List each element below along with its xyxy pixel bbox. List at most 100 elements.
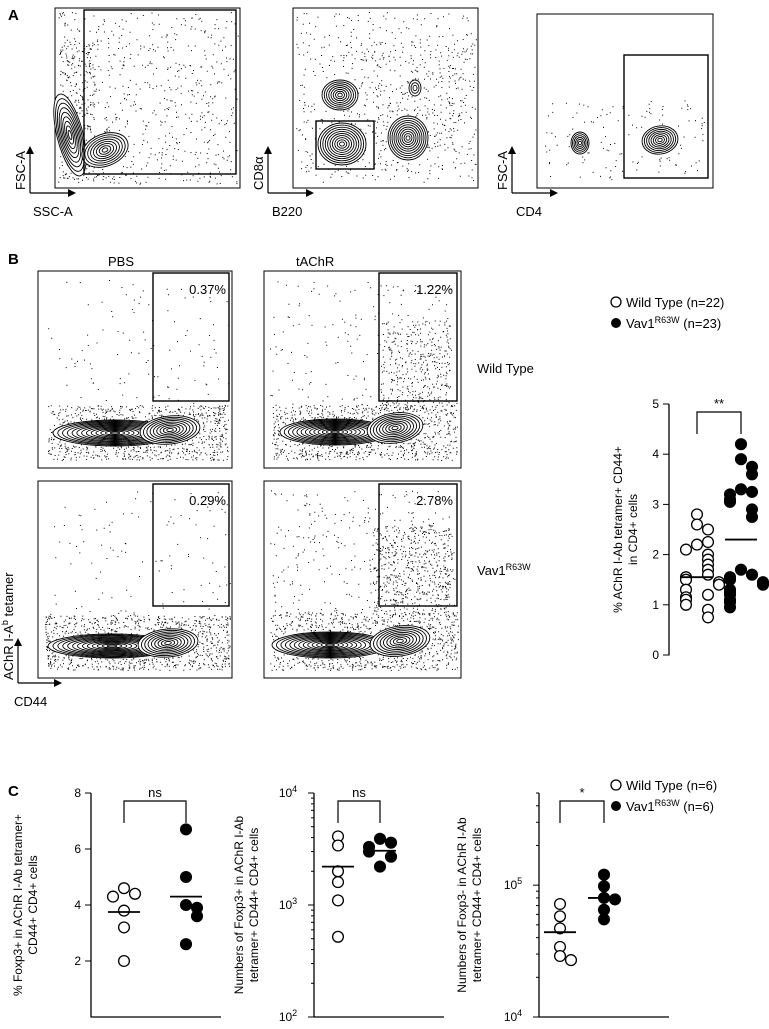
data-point — [756, 578, 769, 591]
flow-plot-b-wt-tachr: 1.22% — [263, 270, 462, 469]
data-point — [679, 573, 693, 586]
gate — [152, 272, 230, 402]
gate — [378, 272, 458, 402]
panel-b-axes-indicator: AChR I-Ab tetamer CD44 — [0, 572, 62, 709]
data-point — [179, 870, 193, 884]
flow-plot-b-mut-tachr: 2.78% — [263, 480, 462, 679]
row-label-wild-type: Wild Type — [477, 361, 534, 376]
significance-label: * — [579, 785, 584, 800]
flow-plot-a2: CD8α B220 — [251, 7, 479, 219]
data-point — [723, 495, 737, 508]
y-tick-label: 105 — [504, 876, 522, 892]
panel-label-b: B — [8, 251, 19, 268]
y-tick-label: 102 — [279, 1008, 297, 1024]
significance-bracket — [337, 800, 381, 823]
flow-plot-b-wt-pbs: 0.37% — [37, 270, 233, 469]
y-tick-label: 0 — [652, 648, 659, 662]
significance-label: ns — [148, 785, 162, 800]
y-tick-label: 104 — [279, 784, 297, 800]
data-point — [384, 836, 398, 849]
y-axis-label-line2: tetramer+ CD44+ CD4+ cells — [470, 828, 484, 982]
legend-panel-c: Wild Type (n=6) Vav1R63W (n=6) — [610, 778, 717, 814]
data-point — [712, 578, 726, 591]
panel-label-a: A — [8, 7, 19, 24]
y-axis-label-line2: in CD4+ cells — [626, 494, 640, 565]
data-point — [745, 510, 759, 524]
y-tick-label: 103 — [279, 896, 297, 912]
contour-population — [641, 125, 679, 155]
contour-population — [53, 93, 87, 177]
y-axis-label-line1: Numbers of Foxp3- in AChR I-Ab — [455, 817, 469, 993]
data-point — [597, 868, 611, 881]
contour-population — [570, 131, 590, 155]
contour-population — [387, 115, 429, 161]
data-point — [723, 601, 737, 614]
data-point — [553, 897, 567, 911]
data-point — [701, 588, 715, 601]
data-point — [701, 611, 715, 624]
significance-bracket — [696, 411, 742, 434]
significance-bracket — [559, 800, 605, 823]
y-axis-label: FSC-A — [495, 151, 510, 190]
data-point — [190, 910, 204, 923]
dot-cloud — [380, 320, 451, 411]
y-tick-label: 4 — [652, 447, 659, 461]
column-label-tachr: tAChR — [296, 254, 334, 269]
y-tick-label: 6 — [74, 842, 81, 856]
data-point — [179, 938, 193, 951]
data-point — [331, 876, 345, 889]
significance-label: ** — [714, 396, 724, 411]
data-point — [553, 922, 567, 935]
data-point — [331, 930, 345, 943]
gate-percentage: 0.29% — [189, 493, 226, 508]
gate — [315, 120, 375, 170]
contour-population — [321, 79, 359, 111]
legend-label-vav1-r63w: Vav1R63W (n=23) — [626, 315, 721, 331]
y-axis-label-line1: % AChR I-Ab tetramer+ CD44+ — [611, 446, 625, 613]
contour-population — [139, 415, 201, 445]
data-point — [373, 860, 387, 873]
contour-population — [271, 631, 389, 659]
data-point — [384, 850, 398, 863]
contour-population — [317, 122, 367, 166]
y-tick-label: 5 — [652, 397, 659, 411]
data-point — [734, 453, 748, 466]
y-tick-label: 8 — [74, 786, 81, 800]
data-point — [553, 949, 567, 963]
y-tick-label: 3 — [652, 497, 659, 511]
y-axis-label-line2: tetramer+ CD44+ CD4+ cells — [247, 828, 261, 982]
y-tick-label: 104 — [504, 1008, 522, 1024]
data-point — [690, 508, 704, 521]
gate-percentage: 0.37% — [189, 282, 226, 297]
data-point — [553, 910, 567, 923]
contour-population — [137, 628, 199, 658]
y-tick-label: 2 — [652, 548, 659, 562]
legend-label-vav1-r63w: Vav1R63W (n=6) — [626, 798, 714, 814]
y-axis-label: CD8α — [251, 156, 266, 190]
data-point — [331, 894, 345, 907]
legend-filled-marker — [611, 318, 621, 328]
column-label-pbs: PBS — [108, 254, 134, 269]
x-axis-label: SSC-A — [33, 204, 73, 219]
dot-cloud — [545, 100, 705, 181]
data-point — [597, 913, 611, 926]
data-point — [331, 839, 345, 852]
y-axis-label-line1: Numbers of Foxp3+ in AChR I-Ab — [232, 815, 246, 994]
row-label-vav1-r63w: Vav1R63W — [477, 562, 531, 578]
data-point — [597, 880, 611, 893]
data-point — [690, 538, 704, 551]
data-point — [701, 535, 715, 549]
y-tick-label: 2 — [74, 954, 81, 968]
data-point — [179, 823, 193, 836]
gate — [378, 483, 458, 607]
flow-plot-a1: FSC-A SSC-A — [13, 7, 241, 219]
data-point — [679, 598, 693, 611]
data-point — [117, 921, 131, 934]
significance-label: ns — [352, 785, 366, 800]
data-point — [106, 890, 120, 903]
data-point — [117, 882, 131, 895]
data-point — [679, 543, 693, 556]
y-axis-label-line2: CD44+ CD4+ cells — [26, 855, 40, 954]
